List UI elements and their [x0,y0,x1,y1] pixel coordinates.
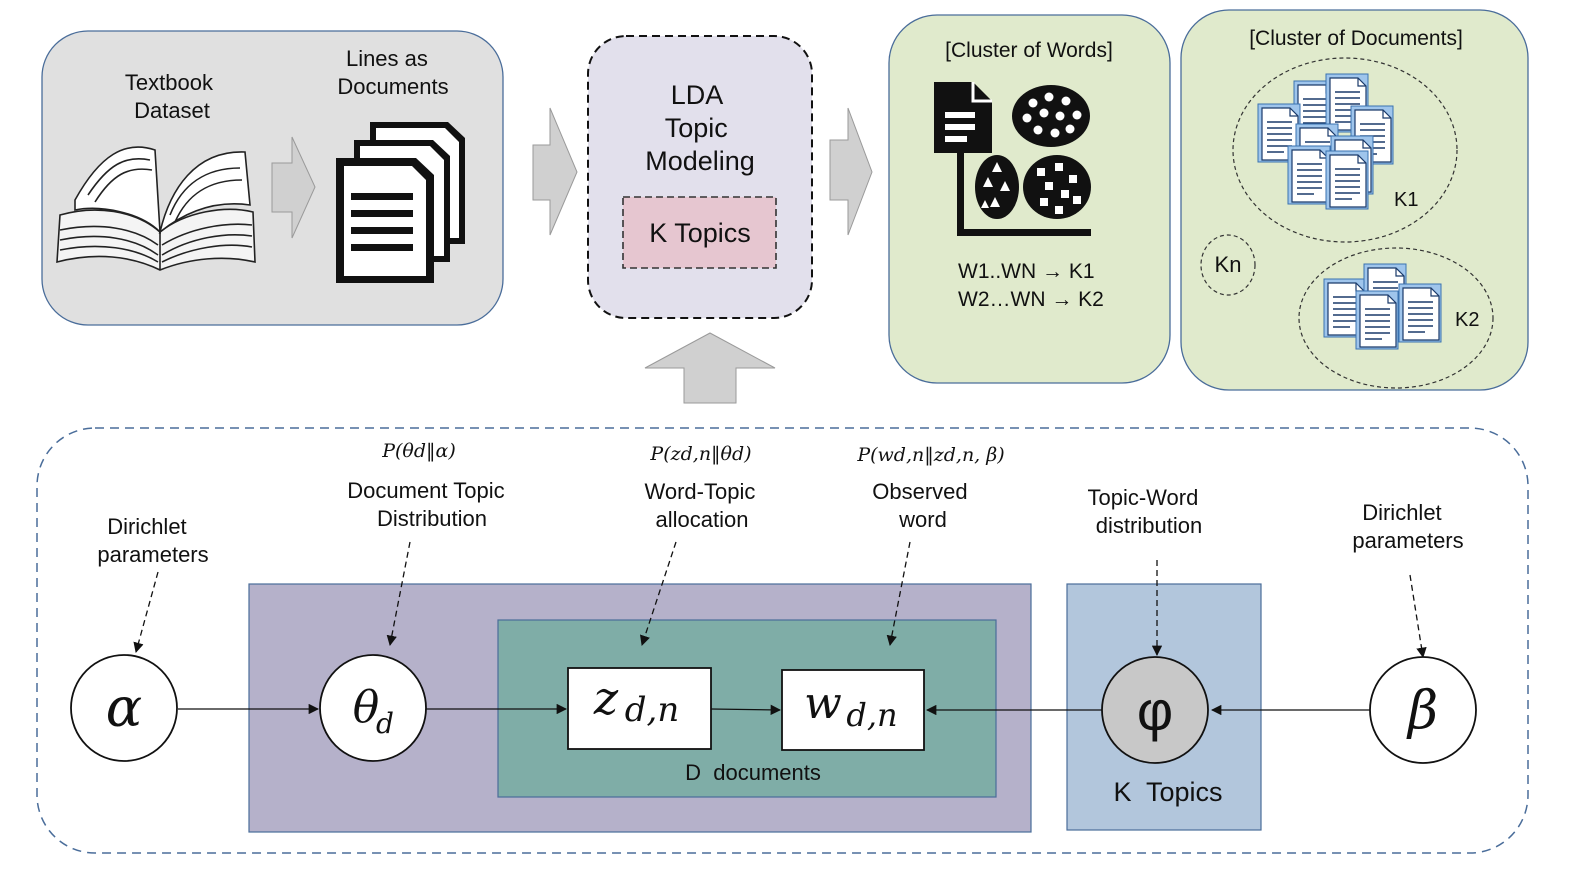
svg-text:d: d [376,707,394,740]
flow-arrow-1 [271,136,316,239]
beta-caption: Dirichlet parameters [1352,500,1463,553]
theta-formula: P(θd‖α) [381,440,456,462]
beta-pointer [1409,574,1427,659]
alpha-caption: Dirichlet parameters [97,514,208,567]
document-stack-icon [336,122,465,283]
theta-pointer [386,541,411,647]
phi-caption: Topic-Word distribution [1088,485,1205,538]
topics-plate-label: K Topics [1113,777,1222,807]
svg-text:z: z [593,671,619,725]
svg-text:α: α [106,676,142,739]
documents-plate-label: D documents [685,760,821,785]
lda-panel [587,35,813,319]
lines-label: Lines as Documents [337,46,448,99]
open-book-icon [56,146,256,271]
words-cluster-line1: W1..WN → K1 [958,260,1095,283]
cluster-kn-boundary [1200,234,1256,296]
dataset-label: Textbook Dataset [125,70,219,123]
theta-node: θ d [319,654,427,762]
cluster-kn-label: Kn [1215,252,1242,277]
svg-text:φ: φ [1137,679,1173,742]
k-topics-label: K Topics [649,218,751,248]
z-formula: P(zd,n‖θd) [649,443,751,465]
phi-node: φ [1101,656,1209,764]
alpha-pointer [133,571,159,654]
cluster-k2-boundary [1298,247,1494,389]
w-node: w d,n [781,669,925,751]
w-formula: P(wd,n‖zd,n, β) [856,444,1004,466]
theta-caption: Document Topic Distribution [347,478,510,531]
cluster-k1-label: K1 [1394,189,1418,211]
edge-z-w [710,704,782,716]
flow-arrow-3 [829,107,873,236]
w-pointer [886,541,911,647]
cluster-k2-label: K2 [1455,309,1479,331]
scatter-clusters-icon [934,82,1091,236]
w-caption: Observed word [872,479,974,532]
up-arrow [644,332,776,404]
graphical-model-frame [36,427,1529,854]
beta-node: β [1369,656,1477,764]
alpha-node: α [70,654,178,762]
words-cluster-line2: W2…WN → K2 [958,288,1104,311]
z-node: z d,n [567,667,712,750]
docs-cluster-title: [Cluster of Documents] [1249,27,1463,50]
svg-text:d,n: d,n [846,696,897,734]
z-pointer [639,541,677,646]
flow-arrow-2 [532,107,578,236]
k-topics-box [622,196,777,269]
svg-text:d,n: d,n [625,690,679,730]
svg-text:β: β [1406,681,1438,741]
svg-text:θ: θ [353,682,380,733]
words-cluster-title: [Cluster of Words] [945,39,1113,62]
svg-text:w: w [804,678,842,729]
lda-label: LDA Topic Modeling [645,80,755,176]
cluster-k1-boundary [1232,57,1458,243]
z-caption: Word-Topic allocation [645,479,762,532]
